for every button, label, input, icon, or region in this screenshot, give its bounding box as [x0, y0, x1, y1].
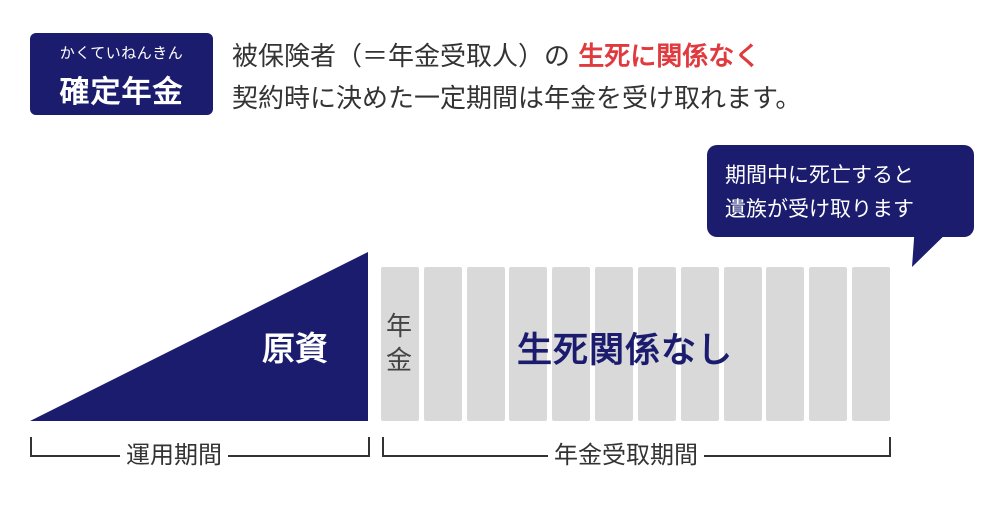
- title-main: 確定年金: [59, 75, 184, 110]
- principal-label: 原資: [262, 329, 328, 368]
- pension-bar: [723, 267, 762, 421]
- pension-bar: [595, 267, 634, 421]
- pension-bar: [852, 267, 890, 421]
- pension-bar: [680, 267, 719, 421]
- pension-bar: [466, 267, 505, 421]
- title-ruby: かくていねんきん: [59, 44, 184, 62]
- description-line-2: 契約時に決めた一定期間は年金を受け取れます。: [232, 84, 802, 114]
- receipt-period-label: 年金受取期間: [548, 435, 704, 470]
- pension-bar: [381, 267, 419, 421]
- death-callout-bubble: 期間中に死亡すると 遺族が受け取ります: [707, 145, 974, 237]
- pension-bar: [552, 267, 591, 421]
- pension-bar: [766, 267, 805, 421]
- pension-bar: [509, 267, 548, 421]
- description-line-1: 被保険者（＝年金受取人）の 生死に関係なく: [232, 36, 760, 73]
- callout-line-2: 遺族が受け取ります: [725, 197, 914, 221]
- operation-period-label: 運用期間: [120, 435, 228, 470]
- callout-tail: [912, 225, 955, 267]
- no-relation-label: 生死関係なし: [517, 331, 734, 371]
- pension-bar: [423, 267, 462, 421]
- description-prefix: 被保険者（＝年金受取人）の: [232, 42, 571, 72]
- callout-line-1: 期間中に死亡すると: [725, 163, 914, 187]
- pension-bar: [809, 267, 848, 421]
- pension-label: 年金: [385, 312, 412, 376]
- pension-bar: [637, 267, 676, 421]
- description-highlight: 生死に関係なく: [578, 42, 761, 72]
- title-badge: かくていねんきん 確定年金: [30, 33, 213, 115]
- principal-triangle: [30, 252, 368, 421]
